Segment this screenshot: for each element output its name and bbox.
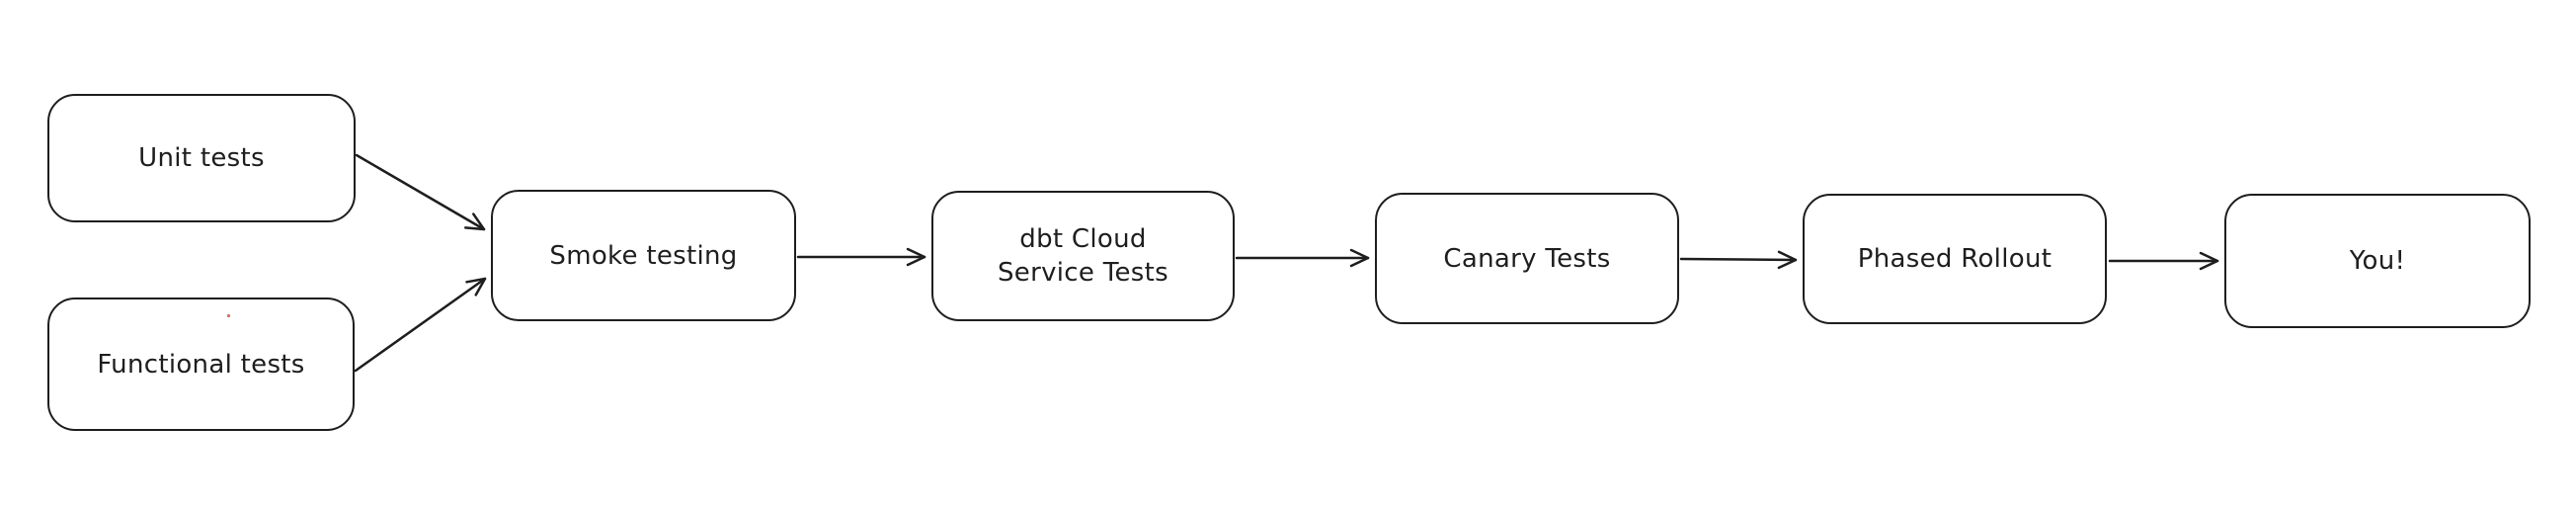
node-unit-tests[interactable]: Unit tests xyxy=(47,94,356,222)
node-functional-tests[interactable]: Functional tests xyxy=(47,298,355,431)
node-phased-rollout[interactable]: Phased Rollout xyxy=(1803,194,2107,324)
node-smoke-testing-label: Smoke testing xyxy=(549,240,738,271)
node-functional-tests-label: Functional tests xyxy=(97,349,305,380)
node-unit-tests-label: Unit tests xyxy=(138,143,265,173)
node-phased-rollout-label: Phased Rollout xyxy=(1857,244,2053,274)
edge-unit-tests-to-smoke-testing[interactable] xyxy=(355,153,486,231)
edge-functional-tests-to-smoke-testing[interactable] xyxy=(354,277,487,373)
node-smoke-testing[interactable]: Smoke testing xyxy=(491,190,796,321)
node-dbt-cloud-service-tests-label: dbt Cloud Service Tests xyxy=(997,224,1168,288)
node-dbt-cloud-service-tests[interactable]: dbt Cloud Service Tests xyxy=(931,191,1235,321)
edge-canary-tests-to-phased-rollout[interactable] xyxy=(1679,250,1798,270)
node-canary-tests-label: Canary Tests xyxy=(1443,243,1611,274)
node-canary-tests[interactable]: Canary Tests xyxy=(1375,193,1679,324)
stray-red-dot xyxy=(227,314,230,317)
node-you-label: You! xyxy=(2349,246,2406,276)
node-you[interactable]: You! xyxy=(2224,194,2531,328)
